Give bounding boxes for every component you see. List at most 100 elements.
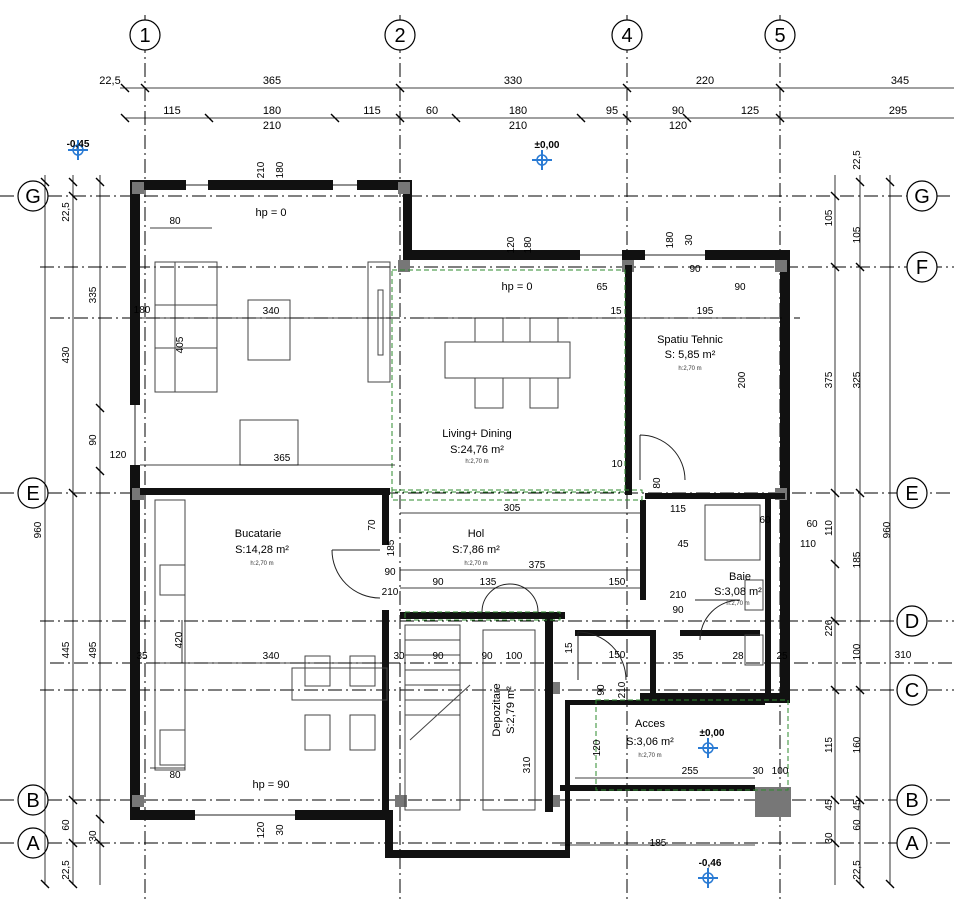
inner-dim-label: 180 <box>665 231 676 248</box>
inner-dim-label: 45 <box>677 539 689 550</box>
inner-dim-label: 90 <box>432 651 444 662</box>
inner-dim-label: 365 <box>274 453 291 464</box>
door-bath <box>695 599 741 641</box>
inner-dim-label: 135 <box>480 577 497 588</box>
inner-dim-label: 90 <box>734 282 746 293</box>
inner-dim-label: 200 <box>737 371 748 388</box>
level-label: -0,45 <box>67 139 90 150</box>
inner-dim-label: 90 <box>432 577 444 588</box>
right-dim-label: 110 <box>824 520 835 536</box>
zone-living <box>391 269 626 493</box>
inner-dim-label: 30 <box>684 234 695 246</box>
axis-label-d-right: D <box>905 611 919 633</box>
wall-tehnic-left <box>625 265 632 435</box>
axis-circle-b-left <box>17 784 49 816</box>
sill-labels: hp = 0 hp = 0 hp = 90 <box>252 207 532 791</box>
room-area-acces: S:3,06 m² <box>626 736 674 748</box>
inner-dim-label: 65 <box>596 282 608 293</box>
right-dim-label: 30 <box>824 832 835 844</box>
wall-kitchen-right-2 <box>382 610 389 820</box>
room-height-living: h:2,70 m <box>465 459 488 465</box>
right-dim-label: 60 <box>806 519 818 530</box>
sill-label: hp = 0 <box>256 207 287 219</box>
axis-circle-5 <box>764 19 796 51</box>
right-dim-label: 110 <box>800 539 816 550</box>
inner-dim-label: 100 <box>506 651 523 662</box>
inner-dim-label: 120 <box>256 821 267 838</box>
axis-label-e-left: E <box>26 483 39 505</box>
pillar <box>395 795 407 807</box>
axis-label-c-right: C <box>905 680 919 702</box>
inner-dim-label: 80 <box>652 477 663 489</box>
zone-acces <box>595 699 789 791</box>
right-dim-label: 185 <box>852 551 863 568</box>
left-dim-label: 430 <box>61 346 72 363</box>
stove <box>159 729 186 766</box>
interior-walls <box>140 265 785 820</box>
zone-beam <box>391 489 643 501</box>
right-dim-label: 100 <box>852 643 863 660</box>
room-height-bath: h:2,70 m <box>726 601 749 607</box>
axis-label-g-right: G <box>914 186 930 208</box>
level-label: ±0,00 <box>535 140 560 151</box>
right-dim-label: 226 <box>824 619 835 636</box>
inner-dim-label: 115 <box>670 504 686 515</box>
axis-label-b-left: B <box>26 790 39 812</box>
left-dim-label: 960 <box>33 521 44 538</box>
room-name-kitchen: Bucatarie <box>235 528 281 540</box>
axis-label-a-right: A <box>905 833 919 855</box>
door-kitchen <box>331 549 381 599</box>
room-height-kitchen: h:2,70 m <box>250 561 273 567</box>
left-dim-label: 335 <box>88 286 99 303</box>
pillar <box>132 795 144 807</box>
inner-dim-label: 100 <box>772 766 789 777</box>
inner-dim-label: 305 <box>504 503 521 514</box>
chair <box>349 714 376 751</box>
level-marker: -0,45 <box>67 139 90 160</box>
inner-dim-label: 210 <box>382 587 399 598</box>
inner-dim-label: 70 <box>367 519 378 531</box>
inner-dim-label: 30 <box>275 824 286 836</box>
level-label: ±0,00 <box>700 728 725 739</box>
chair <box>529 377 559 409</box>
pillar <box>398 182 410 194</box>
wall-kitchen-top <box>140 488 390 495</box>
pillar <box>398 260 410 272</box>
room-height-acces: h:2,70 m <box>638 753 661 759</box>
wall-acces-top <box>575 630 650 636</box>
axis-label-b-right: B <box>905 790 918 812</box>
inner-dim-label: 375 <box>529 560 546 571</box>
inner-dim-label: 210 <box>670 590 687 601</box>
room-name-storage: Depozitare <box>491 683 503 736</box>
sofa <box>154 261 218 393</box>
top-dim-label: 180 <box>263 105 281 117</box>
inner-dim-label: 340 <box>263 651 280 662</box>
inner-dim-label: 255 <box>682 766 699 777</box>
top-dim-label: 345 <box>891 75 909 87</box>
inner-dim-label: 120 <box>592 739 603 756</box>
left-dimensions: 960 22,5 430 445 60 22,5 335 90 495 30 1… <box>33 175 127 889</box>
inner-dimensions: 80 340 405 365 340 15 195 65 90 90 305 3… <box>134 161 789 849</box>
kitchen-table <box>291 667 388 701</box>
inner-dim-label: 180 <box>275 161 286 178</box>
axis-circle-g-left <box>17 180 49 212</box>
sill-label: hp = 90 <box>252 779 289 791</box>
left-dim-label: 22,5 <box>61 860 72 880</box>
level-marker: -0,46 <box>698 858 722 888</box>
axis-circle-4 <box>611 19 643 51</box>
tv-unit <box>367 261 391 383</box>
axis-grid <box>0 15 954 900</box>
axis-label-4: 4 <box>621 25 632 47</box>
top-dim-label: 220 <box>696 75 714 87</box>
room-height-tehnic: h:2,70 m <box>678 366 701 372</box>
toilet <box>744 579 764 611</box>
wall-storage-right <box>545 612 553 812</box>
door-storage <box>481 583 539 613</box>
axis-circles-sides: G G F E E D C B B A A <box>17 180 938 859</box>
left-dim-label: 445 <box>61 641 72 658</box>
axis-circle-c-right <box>896 674 928 706</box>
washbasin <box>744 634 764 666</box>
shower <box>704 504 761 561</box>
inner-dim-label: 10 <box>611 459 623 470</box>
